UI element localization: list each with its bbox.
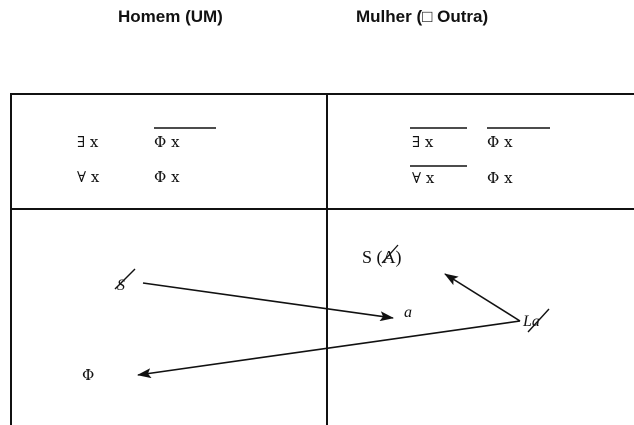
barred-la-bar <box>527 308 550 333</box>
heading-mulher: Mulher (□ Outra) <box>356 7 489 26</box>
arrow-la-to-s-of-a <box>444 273 521 322</box>
barred-la-label: La <box>522 313 540 330</box>
phi-label: Φ <box>82 366 94 384</box>
small-a-label: a <box>404 304 412 321</box>
heading-homem: Homem (UM) <box>118 7 223 26</box>
arrow-s-to-a <box>142 282 394 322</box>
tl-row1-quantifier: ∃ x <box>77 133 99 151</box>
tr-row1-quantifier: ∃ x <box>412 133 434 151</box>
barred-s-label: S <box>117 277 125 294</box>
tr-row2-quantifier: ∀ x <box>412 169 435 187</box>
tr-row2-predicate: Φ x <box>487 169 513 187</box>
arrow-la-to-phi <box>137 320 521 379</box>
barred-a-bar <box>381 244 399 264</box>
tl-row2-quantifier: ∀ x <box>77 168 100 186</box>
tr-row1-predicate: Φ x <box>487 133 513 151</box>
barred-s-bar <box>114 268 136 290</box>
tl-row1-predicate: Φ x <box>154 133 180 151</box>
tl-row2-predicate: Φ x <box>154 168 180 186</box>
s-of-barred-a-label: S (A) <box>362 247 402 268</box>
